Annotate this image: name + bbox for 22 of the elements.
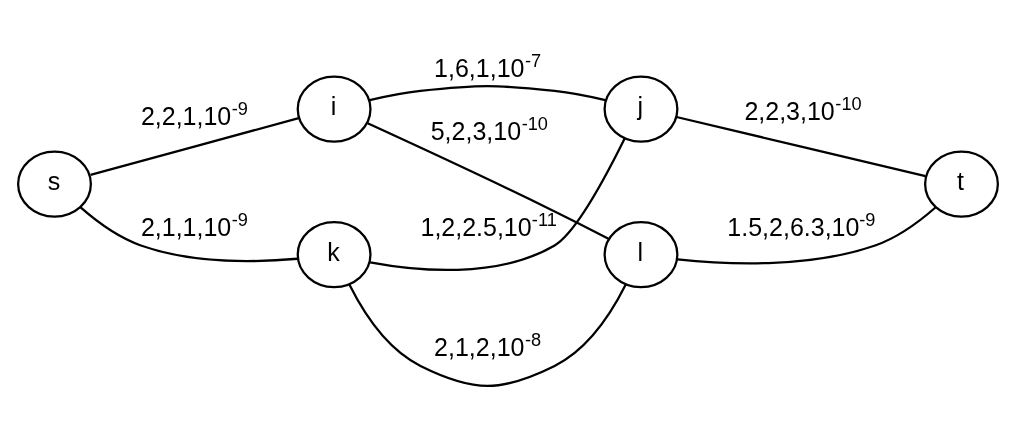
connector	[367, 121, 609, 240]
connector	[369, 137, 626, 271]
node-ellipse: l	[603, 220, 679, 288]
node-ellipse: s	[17, 150, 92, 218]
node-ellipse: t	[924, 150, 999, 218]
edge-label: 1.5,2,6.3,10$^{-9}$	[727, 209, 876, 241]
edge-label: 5,2,3,10$^{-10}$	[430, 113, 548, 145]
connector	[90, 116, 299, 176]
connector	[677, 205, 937, 264]
node-ellipse: j	[603, 75, 679, 143]
connector	[79, 205, 298, 262]
edge-label: 2,1,2,10$^{-8}$	[434, 329, 542, 361]
edge-label: 2,2,1,10$^{-9}$	[140, 98, 248, 130]
node-ellipse: i	[296, 75, 372, 143]
edge-label: 1,2,2.5,10$^{-11}$	[420, 209, 557, 241]
connector	[369, 84, 606, 101]
edge-label: 2,1,1,10$^{-9}$	[140, 209, 248, 241]
edge-label: 1,6,1,10$^{-7}$	[434, 50, 542, 82]
connector	[348, 283, 627, 387]
connector	[676, 115, 926, 177]
edge-label: 2,2,3,10$^{-10}$	[744, 93, 862, 125]
node-ellipse: k	[296, 220, 372, 288]
